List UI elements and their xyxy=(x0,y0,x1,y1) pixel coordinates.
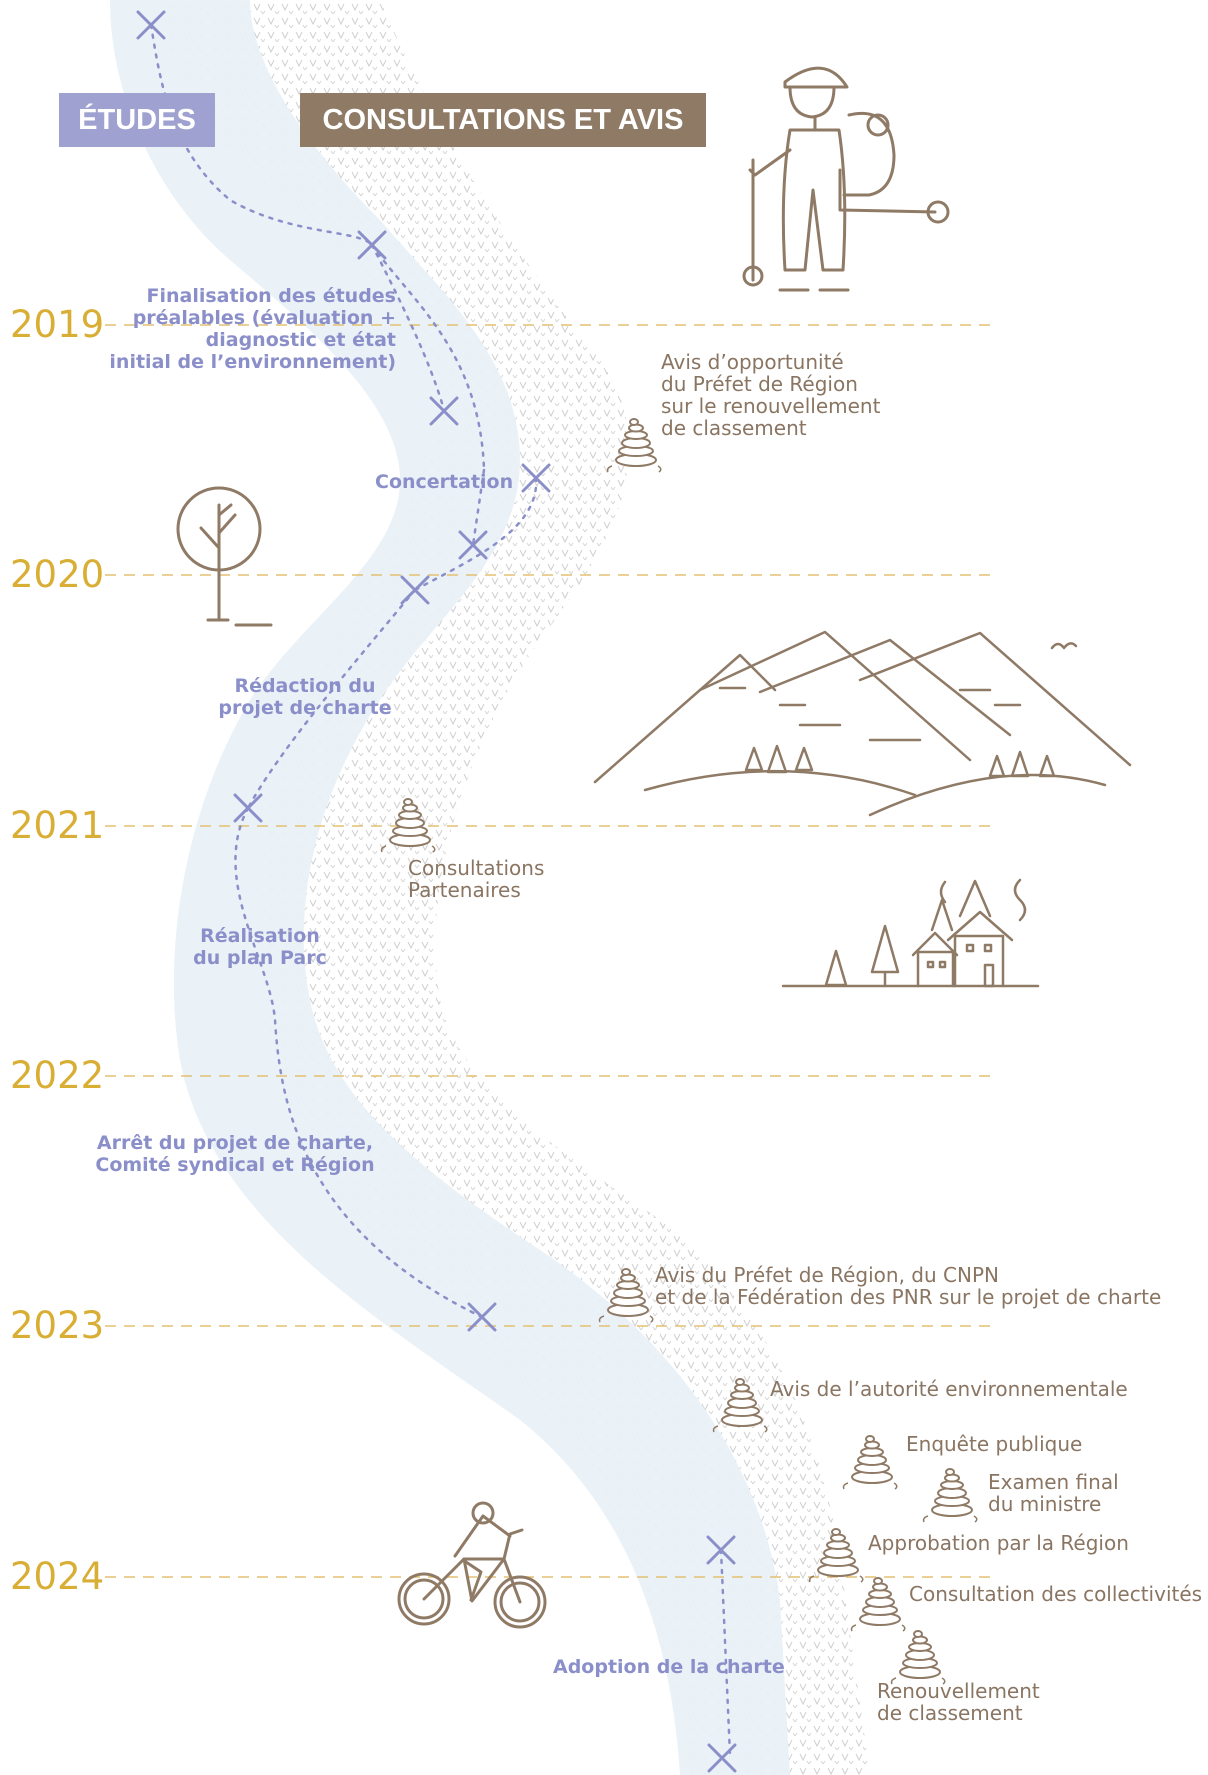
year-label: 2023 xyxy=(10,1304,105,1347)
consultation-label: Avis du Préfet de Région, du CNPN et de … xyxy=(655,1263,1162,1309)
study-label: Adoption de la charte xyxy=(553,1656,785,1678)
mountains-icon xyxy=(593,630,1132,817)
consultation-label: Approbation par la Région xyxy=(868,1531,1129,1555)
consultation-label: Avis d’opportunité du Préfet de Région s… xyxy=(661,350,881,440)
tree-icon xyxy=(176,486,273,627)
consultation-label: Renouvellement de classement xyxy=(877,1679,1040,1725)
study-label: Rédaction du projet de charte xyxy=(218,675,392,719)
study-label: Concertation xyxy=(375,471,514,493)
cyclist-icon xyxy=(397,1501,547,1629)
year-label: 2024 xyxy=(10,1555,105,1598)
year-label: 2020 xyxy=(10,553,105,596)
study-label: Finalisation des études préalables (éval… xyxy=(109,285,396,373)
consultation-label: Enquête publique xyxy=(906,1432,1083,1456)
study-label: Réalisation du plan Parc xyxy=(193,925,327,969)
consultations-tag: CONSULTATIONS ET AVIS xyxy=(300,93,706,147)
year-guide-lines xyxy=(105,324,995,1578)
consultation-label: Consultations Partenaires xyxy=(408,856,545,902)
village-icon xyxy=(781,878,1040,988)
consultation-label: Examen final du ministre xyxy=(988,1470,1119,1516)
studies-tag: ÉTUDES xyxy=(59,93,215,147)
hiker-icon xyxy=(742,66,950,292)
year-label: 2019 xyxy=(10,303,105,346)
study-label: Arrêt du projet de charte, Comité syndic… xyxy=(95,1132,375,1176)
study-paths xyxy=(149,23,732,1757)
year-label: 2021 xyxy=(10,804,105,847)
river xyxy=(110,0,790,1775)
consultation-label: Consultation des collectivités xyxy=(909,1582,1203,1606)
consultation-label: Avis de l’autorité environnementale xyxy=(770,1377,1128,1401)
year-label: 2022 xyxy=(10,1054,105,1097)
grass-band xyxy=(160,0,870,1775)
